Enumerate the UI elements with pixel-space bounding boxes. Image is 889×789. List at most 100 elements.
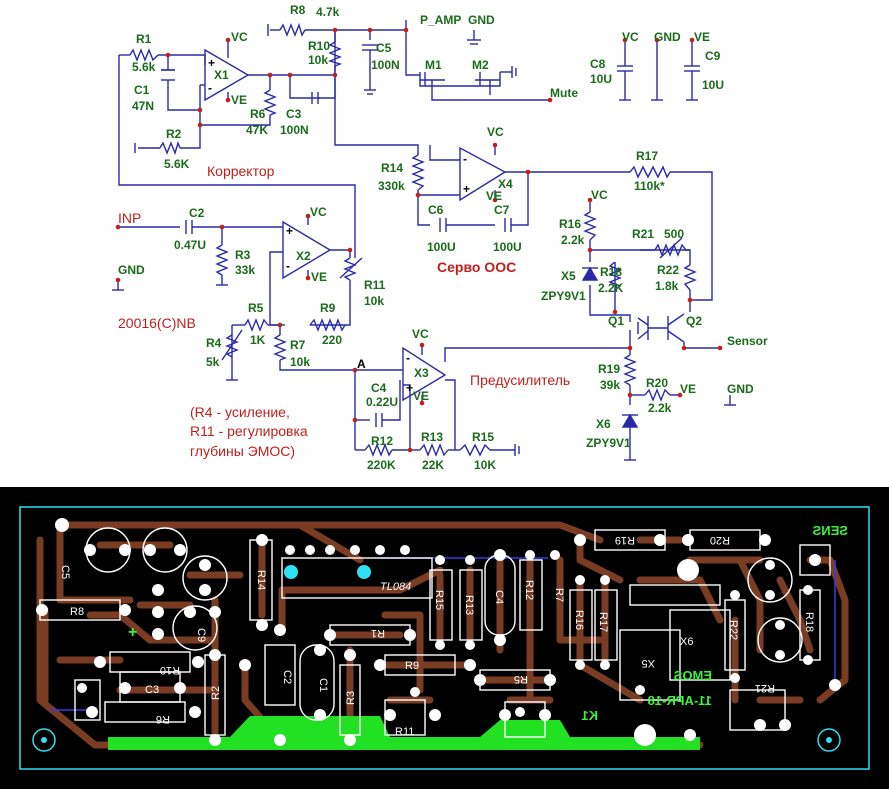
r3-val: 33k	[235, 263, 255, 277]
r4-val: 5k	[206, 355, 220, 369]
pcb-mirrored-date: 11-APR-18	[648, 693, 712, 708]
r8-val: 4.7k	[316, 5, 340, 19]
r5-ref: R5	[248, 301, 264, 315]
svg-text:+: +	[208, 56, 215, 70]
pcb-mirrored-emos: EMOS	[673, 668, 712, 683]
pcb-label-c9: C9	[195, 628, 207, 642]
c7-ref: C7	[494, 203, 510, 217]
r16-symbol	[583, 211, 597, 241]
x6-val: ZPY9V1	[586, 436, 631, 450]
pcb-label-r18: R18	[803, 612, 815, 632]
r6-ref: R6	[250, 107, 266, 121]
r13-val: 22K	[422, 458, 444, 472]
r12-symbol	[364, 443, 393, 457]
r18-symbol	[608, 261, 622, 291]
r21-ref: R21	[632, 227, 654, 241]
ve-label-3: VE	[486, 189, 502, 203]
sensor-label: Sensor	[727, 334, 768, 348]
r15-symbol	[459, 443, 491, 457]
r5-val: 1K	[250, 333, 266, 347]
r8-ref: R8	[290, 3, 306, 17]
x5-val: ZPY9V1	[541, 289, 586, 303]
pcb-mirrored-sens: SENS	[812, 523, 848, 538]
vc-label-1: VC	[231, 30, 248, 44]
r14-val: 330k	[378, 179, 405, 193]
vc-label-2: VC	[622, 30, 639, 44]
r11-symbol	[343, 257, 357, 281]
x6-ref: X6	[596, 417, 611, 431]
pcb-label-c2: C2	[281, 670, 293, 684]
r10-val: 10k	[308, 53, 328, 67]
pcb-label-tl084: TL084	[380, 581, 411, 593]
r6-symbol	[263, 89, 277, 116]
pcb-ground-pour	[108, 716, 700, 750]
pcb-label-r21: R21	[755, 682, 775, 694]
r17-val: 110k*	[634, 179, 665, 193]
ve-label-4: VE	[311, 270, 327, 284]
pcb-label-r16: R16	[573, 610, 585, 630]
r2-val: 5.6K	[164, 157, 190, 171]
pcb-outline	[19, 506, 870, 770]
r14-ref: R14	[381, 161, 403, 175]
r19-ref: R19	[598, 362, 620, 376]
r21-symbol	[654, 243, 690, 257]
r2-symbol	[159, 140, 181, 156]
q1-ref: Q1	[608, 314, 624, 328]
note-line-3: глубины ЭМОС)	[190, 443, 295, 459]
pcb-label-c4: C4	[493, 590, 505, 604]
c4-val: 0.22U	[366, 395, 398, 409]
r15-val: 10K	[474, 458, 496, 472]
r17-ref: R17	[636, 149, 658, 163]
gnd-label-4: GND	[727, 382, 754, 396]
pcb-plus-mark: +	[128, 624, 137, 641]
pcb-layout: C5 C9 R8 R10 C3 R6 R2 C2 C1 R3 R14 TL084…	[0, 487, 889, 789]
vc-label-3: VC	[487, 125, 504, 139]
vc-label-6: VC	[591, 188, 608, 202]
r7-val: 10k	[290, 355, 310, 369]
c2-ref: C2	[189, 206, 205, 220]
c1-ref: C1	[134, 83, 150, 97]
c9-ref: C9	[705, 49, 721, 63]
r9-ref: R9	[320, 301, 336, 315]
r16-val: 2.2k	[561, 233, 585, 247]
svg-text:-: -	[286, 259, 290, 273]
r11-ref: R11	[364, 278, 386, 292]
r9-val: 220	[322, 333, 342, 347]
svg-text:+: +	[286, 224, 293, 238]
pcb-label-x6: X6	[680, 636, 693, 648]
r10-symbol	[327, 41, 343, 67]
note-line-1: (R4 - усиление,	[190, 404, 290, 420]
c1-val: 47N	[132, 99, 154, 113]
r1-symbol	[129, 48, 159, 62]
r6-val: 47K	[246, 123, 268, 137]
c3-val: 100N	[280, 123, 309, 137]
preamp-caption: Предусилитель	[470, 372, 570, 388]
x6-zener	[621, 413, 639, 428]
ve-label-6: VE	[680, 382, 696, 396]
r21-val: 500	[664, 227, 684, 241]
r11-val: 10k	[364, 294, 384, 308]
r1-val: 5.6k	[132, 60, 156, 74]
schematic-labels: R1 5.6k C1 47N R2 5.6K X1 VC VE R6 47K C…	[118, 3, 768, 472]
c8-ref: C8	[590, 57, 606, 71]
r14-symbol	[411, 154, 425, 191]
pcb-pads	[36, 518, 841, 746]
ve-label-5: VE	[413, 389, 429, 403]
c5-ref: C5	[376, 41, 392, 55]
m1-ref: M1	[425, 58, 442, 72]
vc-label-4: VC	[310, 205, 327, 219]
node-a-label: A	[357, 357, 366, 371]
pcb-mirrored-k1: K1	[581, 708, 598, 723]
r19-symbol	[623, 354, 637, 386]
r18-val: 2.2K	[598, 281, 624, 295]
c7-val: 100U	[493, 240, 522, 254]
c4-ref: C4	[371, 381, 387, 395]
r19-val: 39k	[600, 378, 620, 392]
pcb-label-c1: C1	[317, 678, 329, 692]
r8-symbol	[279, 22, 306, 37]
p-amp-label: P_AMP	[420, 13, 461, 27]
corrector-caption: Корректор	[207, 163, 275, 179]
svg-text:-: -	[463, 152, 467, 166]
pcb-label-c5: C5	[59, 565, 71, 579]
